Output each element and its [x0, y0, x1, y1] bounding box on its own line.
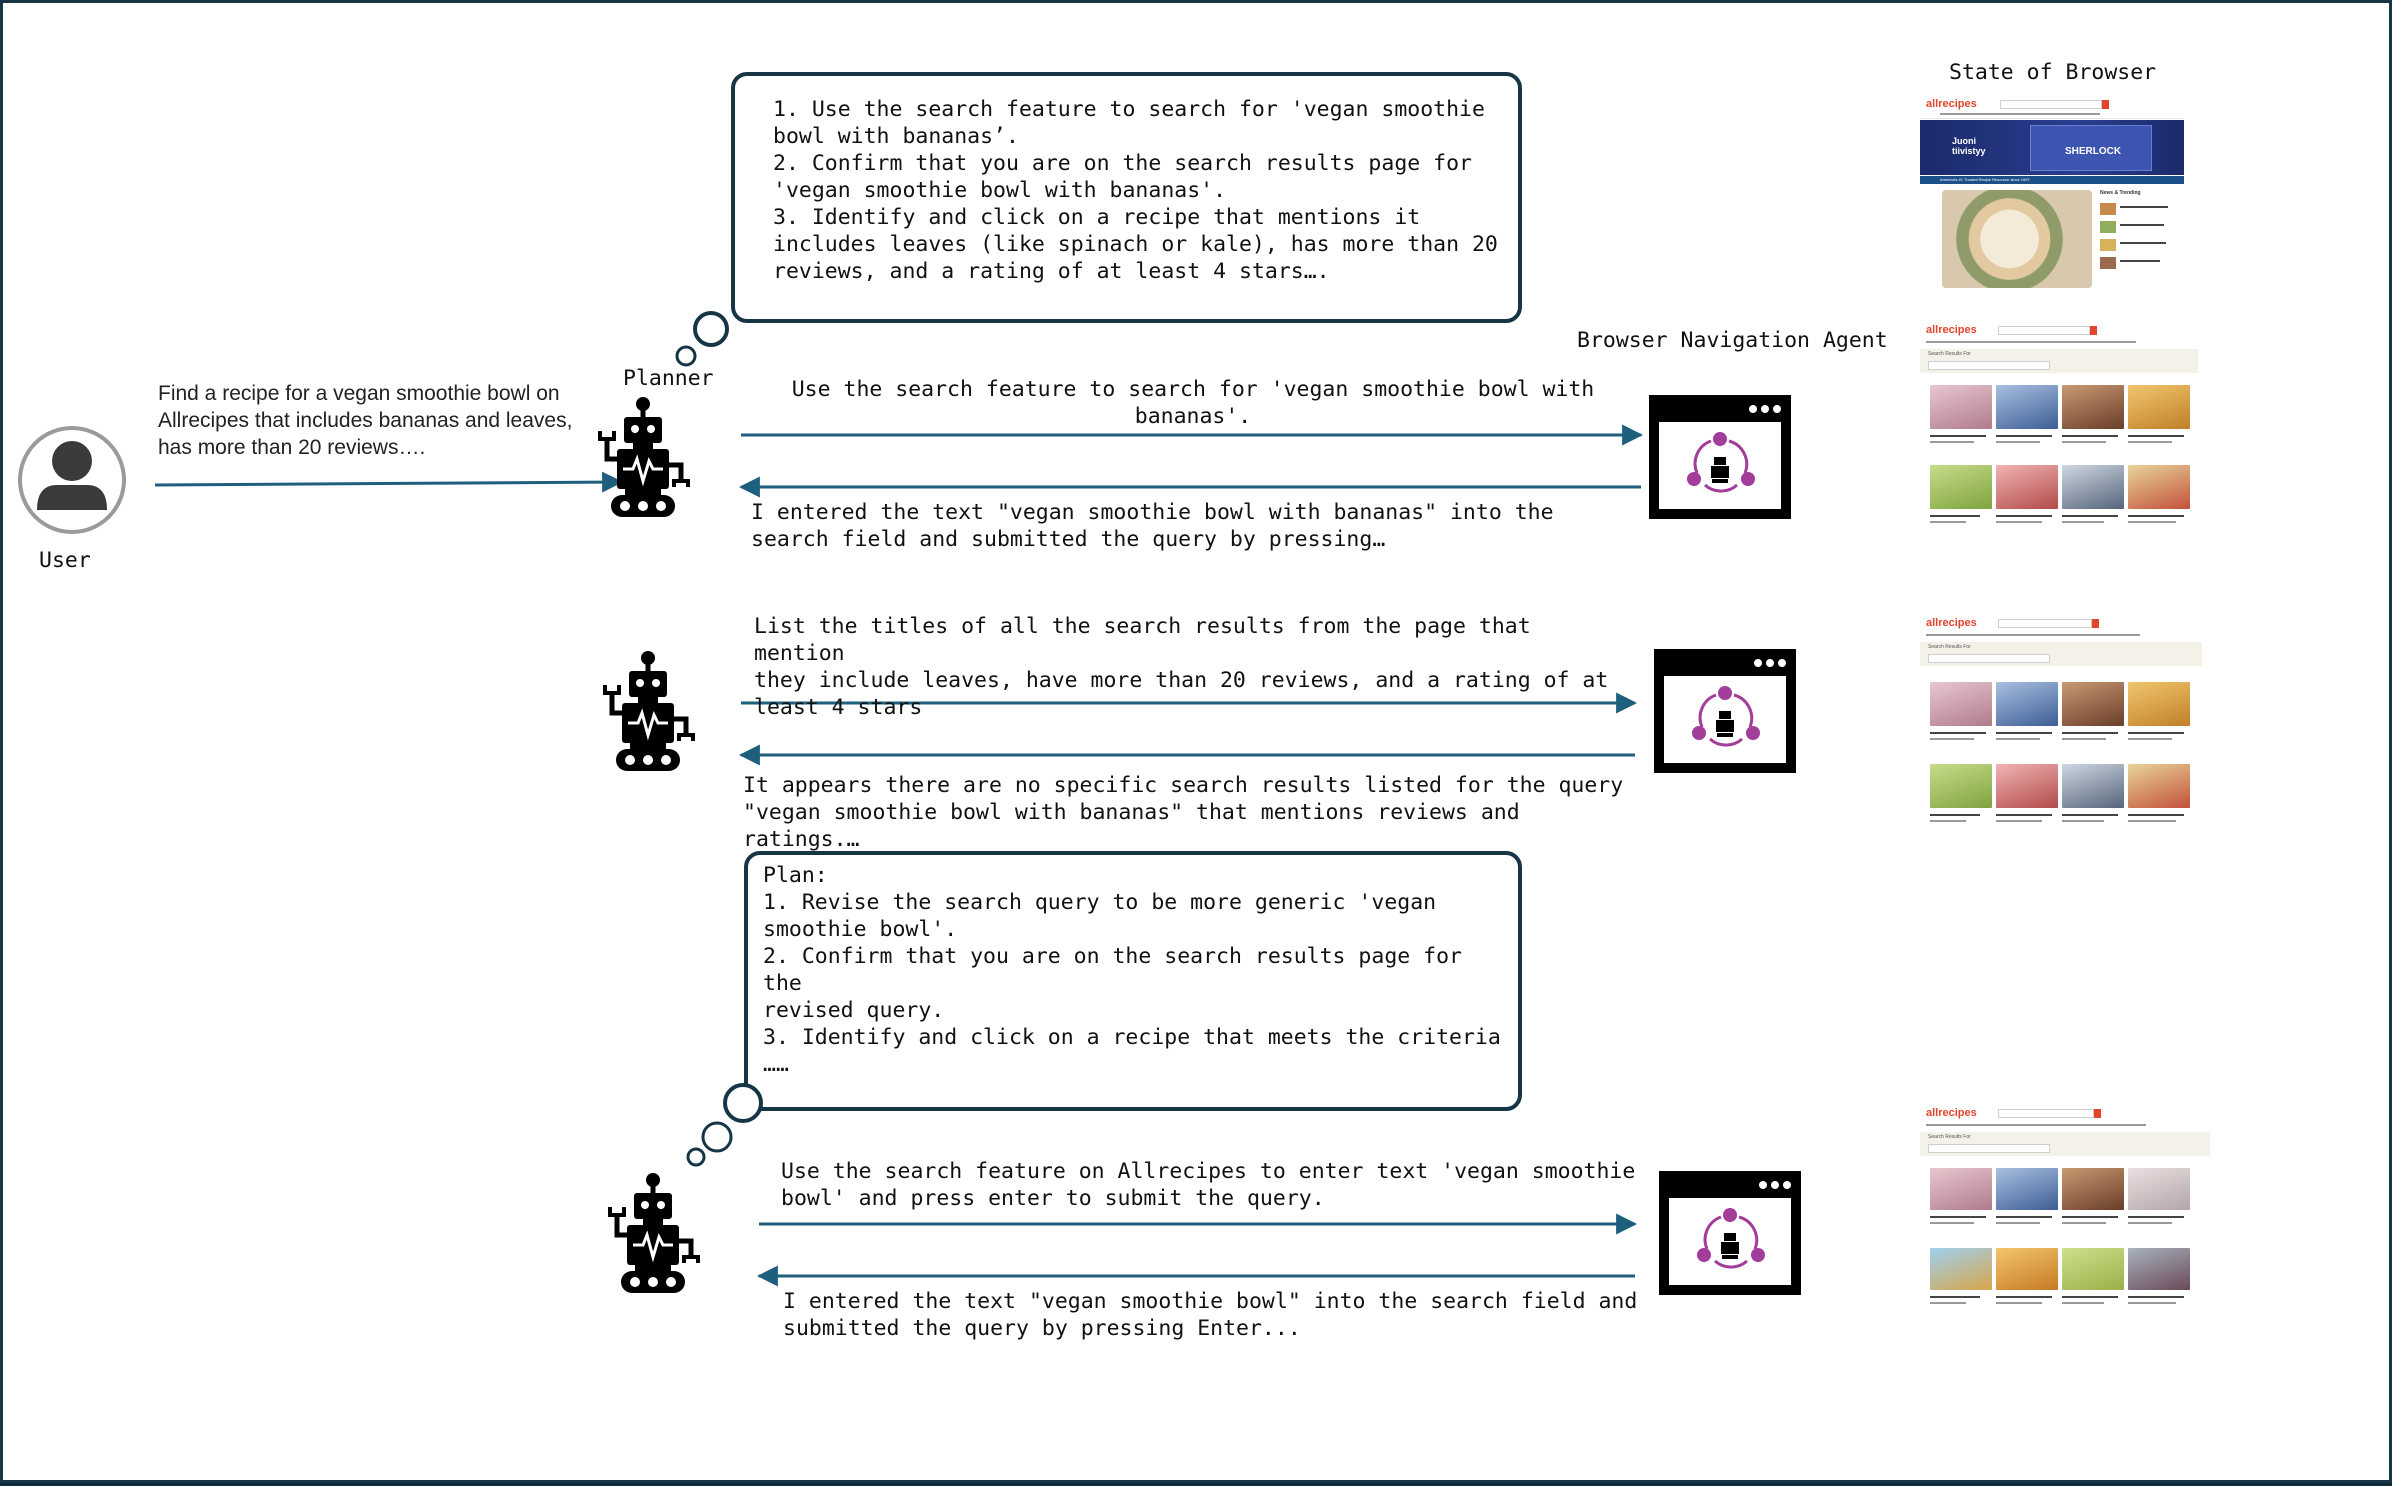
search-icon	[2090, 326, 2097, 335]
nav-bar	[1940, 113, 2100, 115]
robot-icon	[605, 651, 693, 771]
user-query-arrow	[154, 471, 624, 493]
allrecipes-logo: allrecipes	[1926, 1107, 1977, 1119]
nav-bar	[1926, 341, 2136, 343]
nav-bar	[1926, 1124, 2146, 1126]
nav-bar	[1926, 634, 2140, 636]
instruction-text-3: Use the search feature on Allrecipes to …	[781, 1159, 1636, 1211]
search-results-panel: Search Results For	[1920, 349, 2198, 373]
search-icon	[2102, 100, 2109, 109]
browser-state-results-3: allrecipes Search Results For	[1920, 1104, 2210, 1330]
search-results-panel: Search Results For	[1920, 642, 2202, 666]
response-text-1: I entered the text "vegan smoothie bowl …	[751, 500, 1554, 552]
search-input	[1998, 1109, 2094, 1118]
user-label: User	[39, 548, 91, 573]
plan-bubble-1-shape	[675, 72, 1522, 367]
instruction-text-1: Use the search feature to search for 've…	[791, 377, 1595, 429]
search-icon	[2094, 1109, 2101, 1118]
response-text-2: It appears there are no specific search …	[743, 773, 1624, 852]
browser-agent-icon	[1657, 1169, 1803, 1297]
search-input	[2000, 100, 2102, 109]
plan-bubble-2-text: Plan: 1. Revise the search query to be m…	[763, 863, 1501, 1077]
browser-state-home: allrecipes Juoni tiivistyy SHERLOCK Amer…	[1920, 95, 2184, 291]
browser-agent-label: Browser Navigation Agent	[1577, 328, 1888, 353]
browser-state-results-2: allrecipes Search Results For	[1920, 614, 2202, 848]
plan-bubble-2-shape	[686, 851, 1522, 1167]
allrecipes-logo: allrecipes	[1926, 324, 1977, 336]
allrecipes-logo: allrecipes	[1926, 617, 1977, 629]
ad-banner: Juoni tiivistyy SHERLOCK	[1920, 120, 2184, 175]
diagram-graphics	[18, 72, 1803, 1297]
robot-icon	[600, 397, 688, 517]
search-input	[1998, 619, 2092, 628]
browser-state-results-1: allrecipes Search Results For	[1920, 321, 2198, 553]
allrecipes-logo: allrecipes	[1926, 98, 1977, 110]
response-text-3: I entered the text "vegan smoothie bowl"…	[783, 1289, 1638, 1341]
banner-text: Juoni tiivistyy	[1952, 136, 1986, 156]
state-of-browser-label: State of Browser	[1949, 60, 2157, 85]
planner-label: Planner	[623, 366, 714, 391]
browser-agent-icon	[1647, 393, 1793, 521]
instruction-text-2: List the titles of all the search result…	[754, 614, 1609, 720]
search-icon	[2092, 619, 2099, 628]
sidebar-title: News & Trending	[2100, 190, 2141, 196]
user-avatar-icon	[18, 426, 126, 534]
browser-agent-icon	[1652, 647, 1798, 775]
user-query-text: Find a recipe for a vegan smoothie bowl …	[158, 382, 573, 459]
plan-bubble-1-text: 1. Use the search feature to search for …	[773, 97, 1498, 284]
robot-icon	[610, 1173, 698, 1293]
search-input	[1998, 326, 2090, 335]
hero-food-image	[1942, 190, 2092, 288]
banner-image: SHERLOCK	[2030, 125, 2152, 171]
search-results-panel: Search Results For	[1920, 1132, 2210, 1156]
tagline: America's #1 Trusted Recipe Resource sin…	[1920, 176, 2184, 184]
